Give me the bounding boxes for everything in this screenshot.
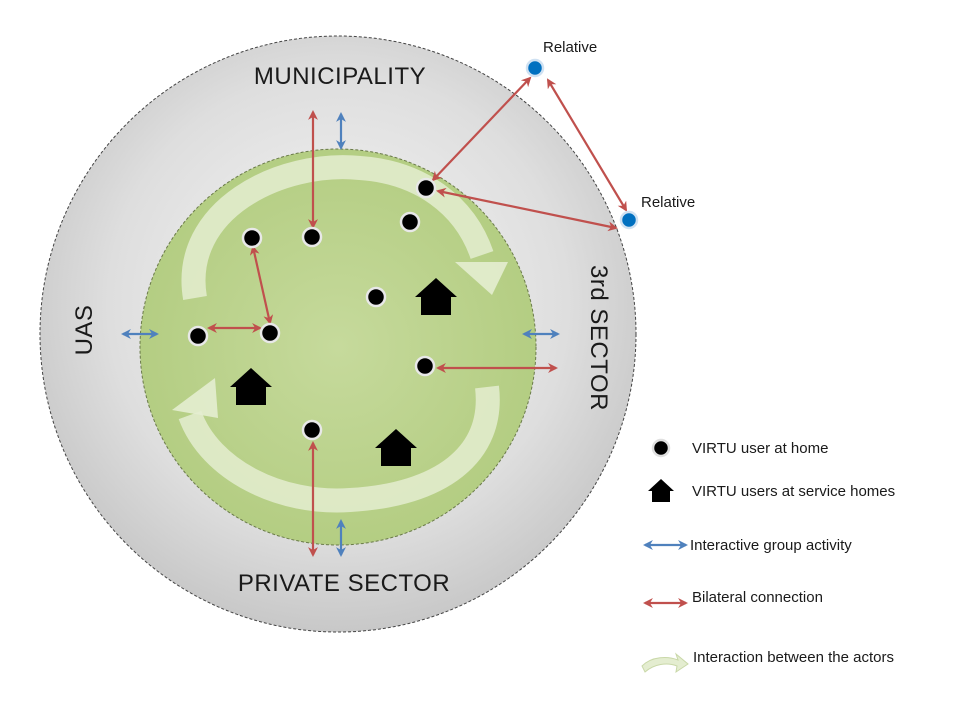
- legend-user-home-label: VIRTU user at home: [692, 440, 828, 457]
- legend-service-homes-label: VIRTU users at service homes: [692, 483, 895, 500]
- user-home-dot: [301, 226, 323, 248]
- user-home-dot: [301, 419, 323, 441]
- relative-label-1: Relative: [543, 39, 597, 56]
- relative-dot-2: [619, 210, 639, 230]
- user-home-dot: [399, 211, 421, 233]
- service-home-icon: [375, 429, 417, 466]
- interaction-arrowhead-left: [172, 378, 218, 418]
- user-home-dot: [187, 325, 209, 347]
- service-home-icon: [230, 368, 272, 405]
- sector-label-left: UAS: [71, 305, 98, 356]
- sector-label-bottom: PRIVATE SECTOR: [238, 570, 450, 597]
- bilateral-arrow-relative2: [436, 187, 618, 232]
- legend-interaction-label: Interaction between the actors: [693, 649, 894, 666]
- legend-group-activity-label: Interactive group activity: [690, 537, 852, 554]
- bilateral-arrow-relative1: [431, 76, 532, 182]
- bilateral-connections: [207, 76, 628, 557]
- interaction-arrowhead-right: [455, 262, 508, 295]
- service-home-icon: [415, 278, 457, 315]
- user-home-dot: [365, 286, 387, 308]
- user-home-dot: [241, 227, 263, 249]
- user-home-dot: [415, 177, 437, 199]
- group-activity-connections: [121, 112, 560, 557]
- bilateral-arrow-users-v: [249, 245, 274, 325]
- legend: VIRTU user at home VIRTU users at servic…: [641, 438, 895, 674]
- user-home-dot: [414, 355, 436, 377]
- user-home-dot: [259, 322, 281, 344]
- user-home-dots: [187, 177, 437, 441]
- legend-user-home-icon: [651, 438, 671, 458]
- legend-bilateral-label: Bilateral connection: [692, 589, 823, 606]
- legend-service-home-icon: [648, 479, 674, 502]
- relative-label-2: Relative: [641, 194, 695, 211]
- relative-dot-1: [525, 58, 545, 78]
- inner-circle: [139, 148, 537, 546]
- service-homes: [230, 278, 457, 466]
- sector-label-right: 3rd SECTOR: [585, 265, 612, 411]
- legend-interaction-icon: [641, 652, 689, 674]
- bilateral-arrow-relatives: [546, 78, 628, 212]
- sector-label-top: MUNICIPALITY: [254, 63, 426, 90]
